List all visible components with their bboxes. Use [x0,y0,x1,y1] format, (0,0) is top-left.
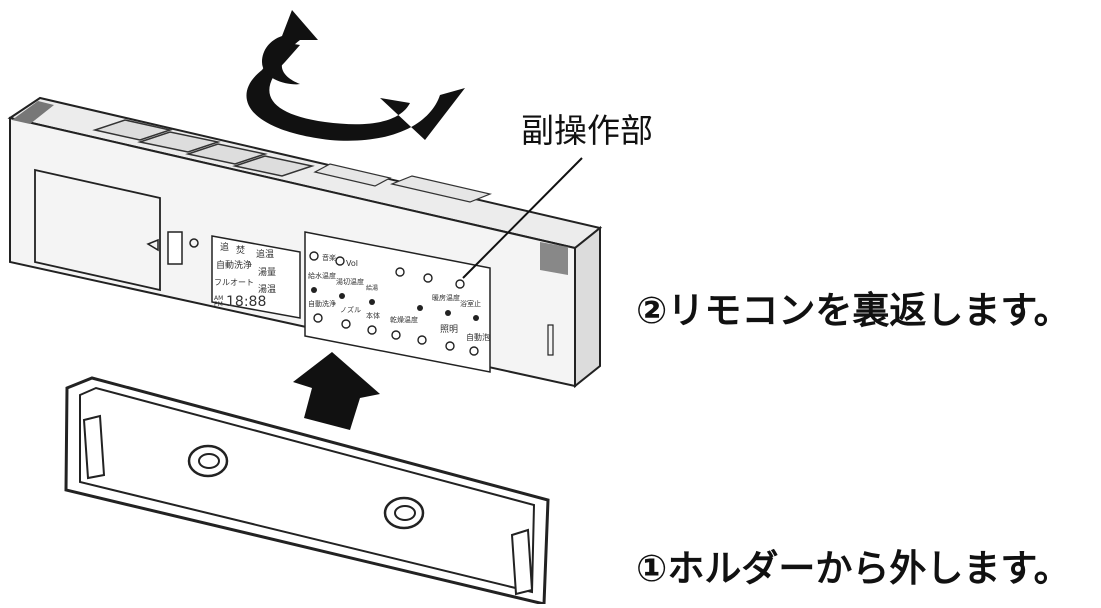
panel-label-11: 暖房温度 [432,293,460,302]
lcd-label-0: 追 [220,241,229,253]
lcd-label-5: フルオート [214,278,254,287]
panel-label-5: 自動洗浄 [308,299,336,308]
panel-label-7: 本体 [366,311,380,320]
sub-operation-leader-line [462,157,583,279]
up-arrow-icon [293,352,380,430]
lcd-label-6: 湯温 [258,284,276,295]
lcd-label-2: 追温 [256,248,274,260]
panel-label-9: 照明 [440,324,458,335]
lcd-label-4: 湯量 [258,267,276,278]
lcd-label-3: 自動洗浄 [216,259,252,271]
panel-label-1: Vol [346,259,358,268]
panel-label-10: 自動泡 [466,332,490,342]
panel-label-12: 浴室止 [460,299,481,308]
panel-label-6: ノズル [340,305,361,314]
lcd-label-7: AM [214,295,223,302]
lcd-label-9: 18:88 [226,294,266,310]
lcd-display: 追 焚 追温 自動洗浄 湯量 フルオート 湯温 AM PM 18:88 [214,241,276,310]
step-1-instruction: ①ホルダーから外します。 [636,547,1071,590]
panel-label-0: 音楽 [322,253,336,262]
panel-label-8: 乾燥温度 [390,315,418,324]
sub-operation-label: 副操作部 [521,111,653,150]
panel-label-3: 湯切温度 [336,277,364,286]
button-panel: 音楽 Vol 給水温度 湯切温度 給湯 自動洗浄 ノズル 本体 乾燥温度 照明 … [308,251,490,356]
step-2-instruction: ②リモコンを裏返します。 [636,289,1071,332]
rotate-arrow-icon [246,10,465,141]
panel-label-4: 給湯 [366,284,378,292]
lcd-label-1: 焚 [236,245,245,256]
lcd-label-8: PM [214,301,223,308]
panel-label-2: 給水温度 [308,271,336,280]
remote-holder [64,376,550,606]
remote-control-body [7,96,603,389]
